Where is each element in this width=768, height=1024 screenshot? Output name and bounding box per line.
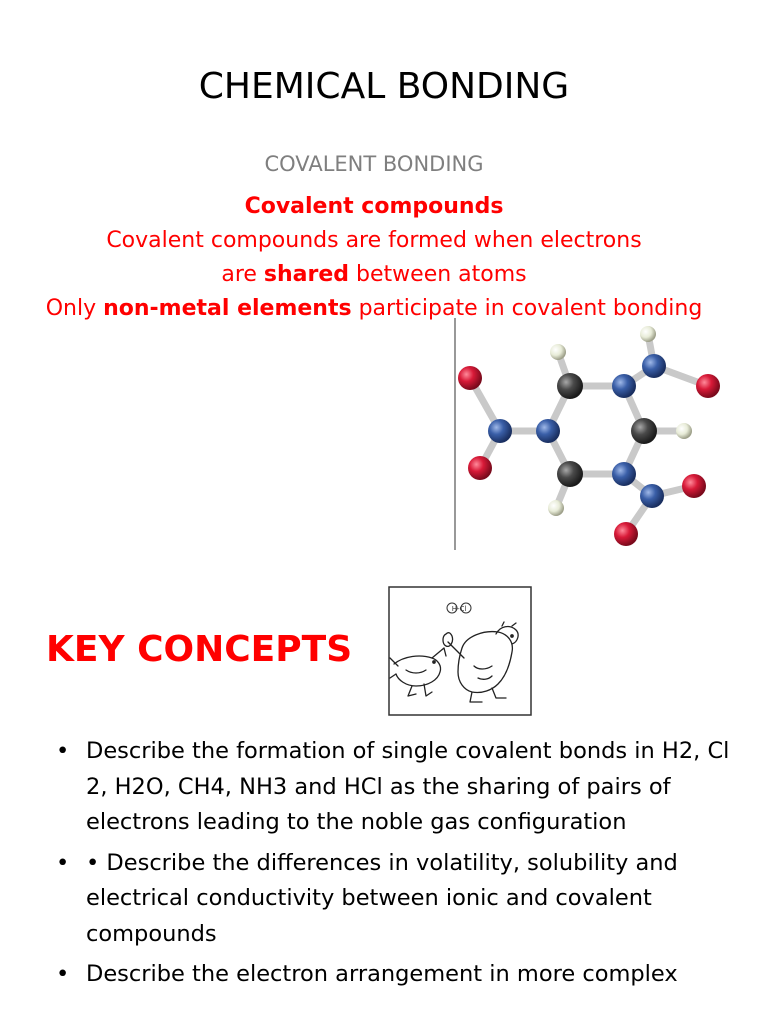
covalent-description: Covalent compounds Covalent compounds ar… (0, 190, 748, 326)
key-concepts-list: • Describe the formation of single covale… (56, 734, 736, 998)
bullet-marker: • (56, 849, 70, 876)
cartoon-illustration: H-Cl (388, 586, 532, 716)
atoms (458, 326, 720, 546)
slide-title: CHEMICAL BONDING (198, 66, 570, 107)
list-item: • Describe the formation of single covale… (56, 734, 736, 841)
bear-sketch (442, 621, 519, 703)
list-item: • • Describe the differences in volatilit… (56, 846, 736, 953)
bullet-marker: • (56, 738, 70, 764)
list-item-text: Describe the electron arrangement in mor… (86, 961, 678, 987)
list-item-text: Describe the formation of single covalen… (86, 738, 730, 835)
bullet-marker: • (56, 961, 70, 987)
description-line-3: Only non-metal elements participate in c… (0, 292, 748, 326)
molecule-illustration (454, 318, 720, 550)
line3-post: participate in covalent bonding (351, 296, 703, 321)
description-line-2: are shared between atoms (0, 258, 748, 292)
line3-pre: Only (45, 296, 104, 321)
key-concepts-heading: KEY CONCEPTS (46, 629, 353, 670)
line2-bold: shared (263, 262, 350, 287)
cartoon-caption-text: H-Cl (452, 605, 467, 613)
list-item: • Describe the electron arrangement in mo… (56, 957, 736, 993)
section-subtitle: COVALENT BONDING (264, 152, 484, 176)
cartoon-caption: H-Cl (446, 602, 472, 614)
covalent-heading: Covalent compounds (244, 194, 504, 219)
description-line-1: Covalent compounds are formed when elect… (106, 228, 642, 253)
line2-post: between atoms (349, 262, 527, 287)
bird-sketch (389, 647, 447, 697)
line3-bold: non-metal elements (103, 296, 352, 321)
cartoon-frame (388, 586, 532, 716)
line2-pre: are (221, 262, 264, 287)
list-item-text: • Describe the differences in volatility… (86, 849, 678, 947)
